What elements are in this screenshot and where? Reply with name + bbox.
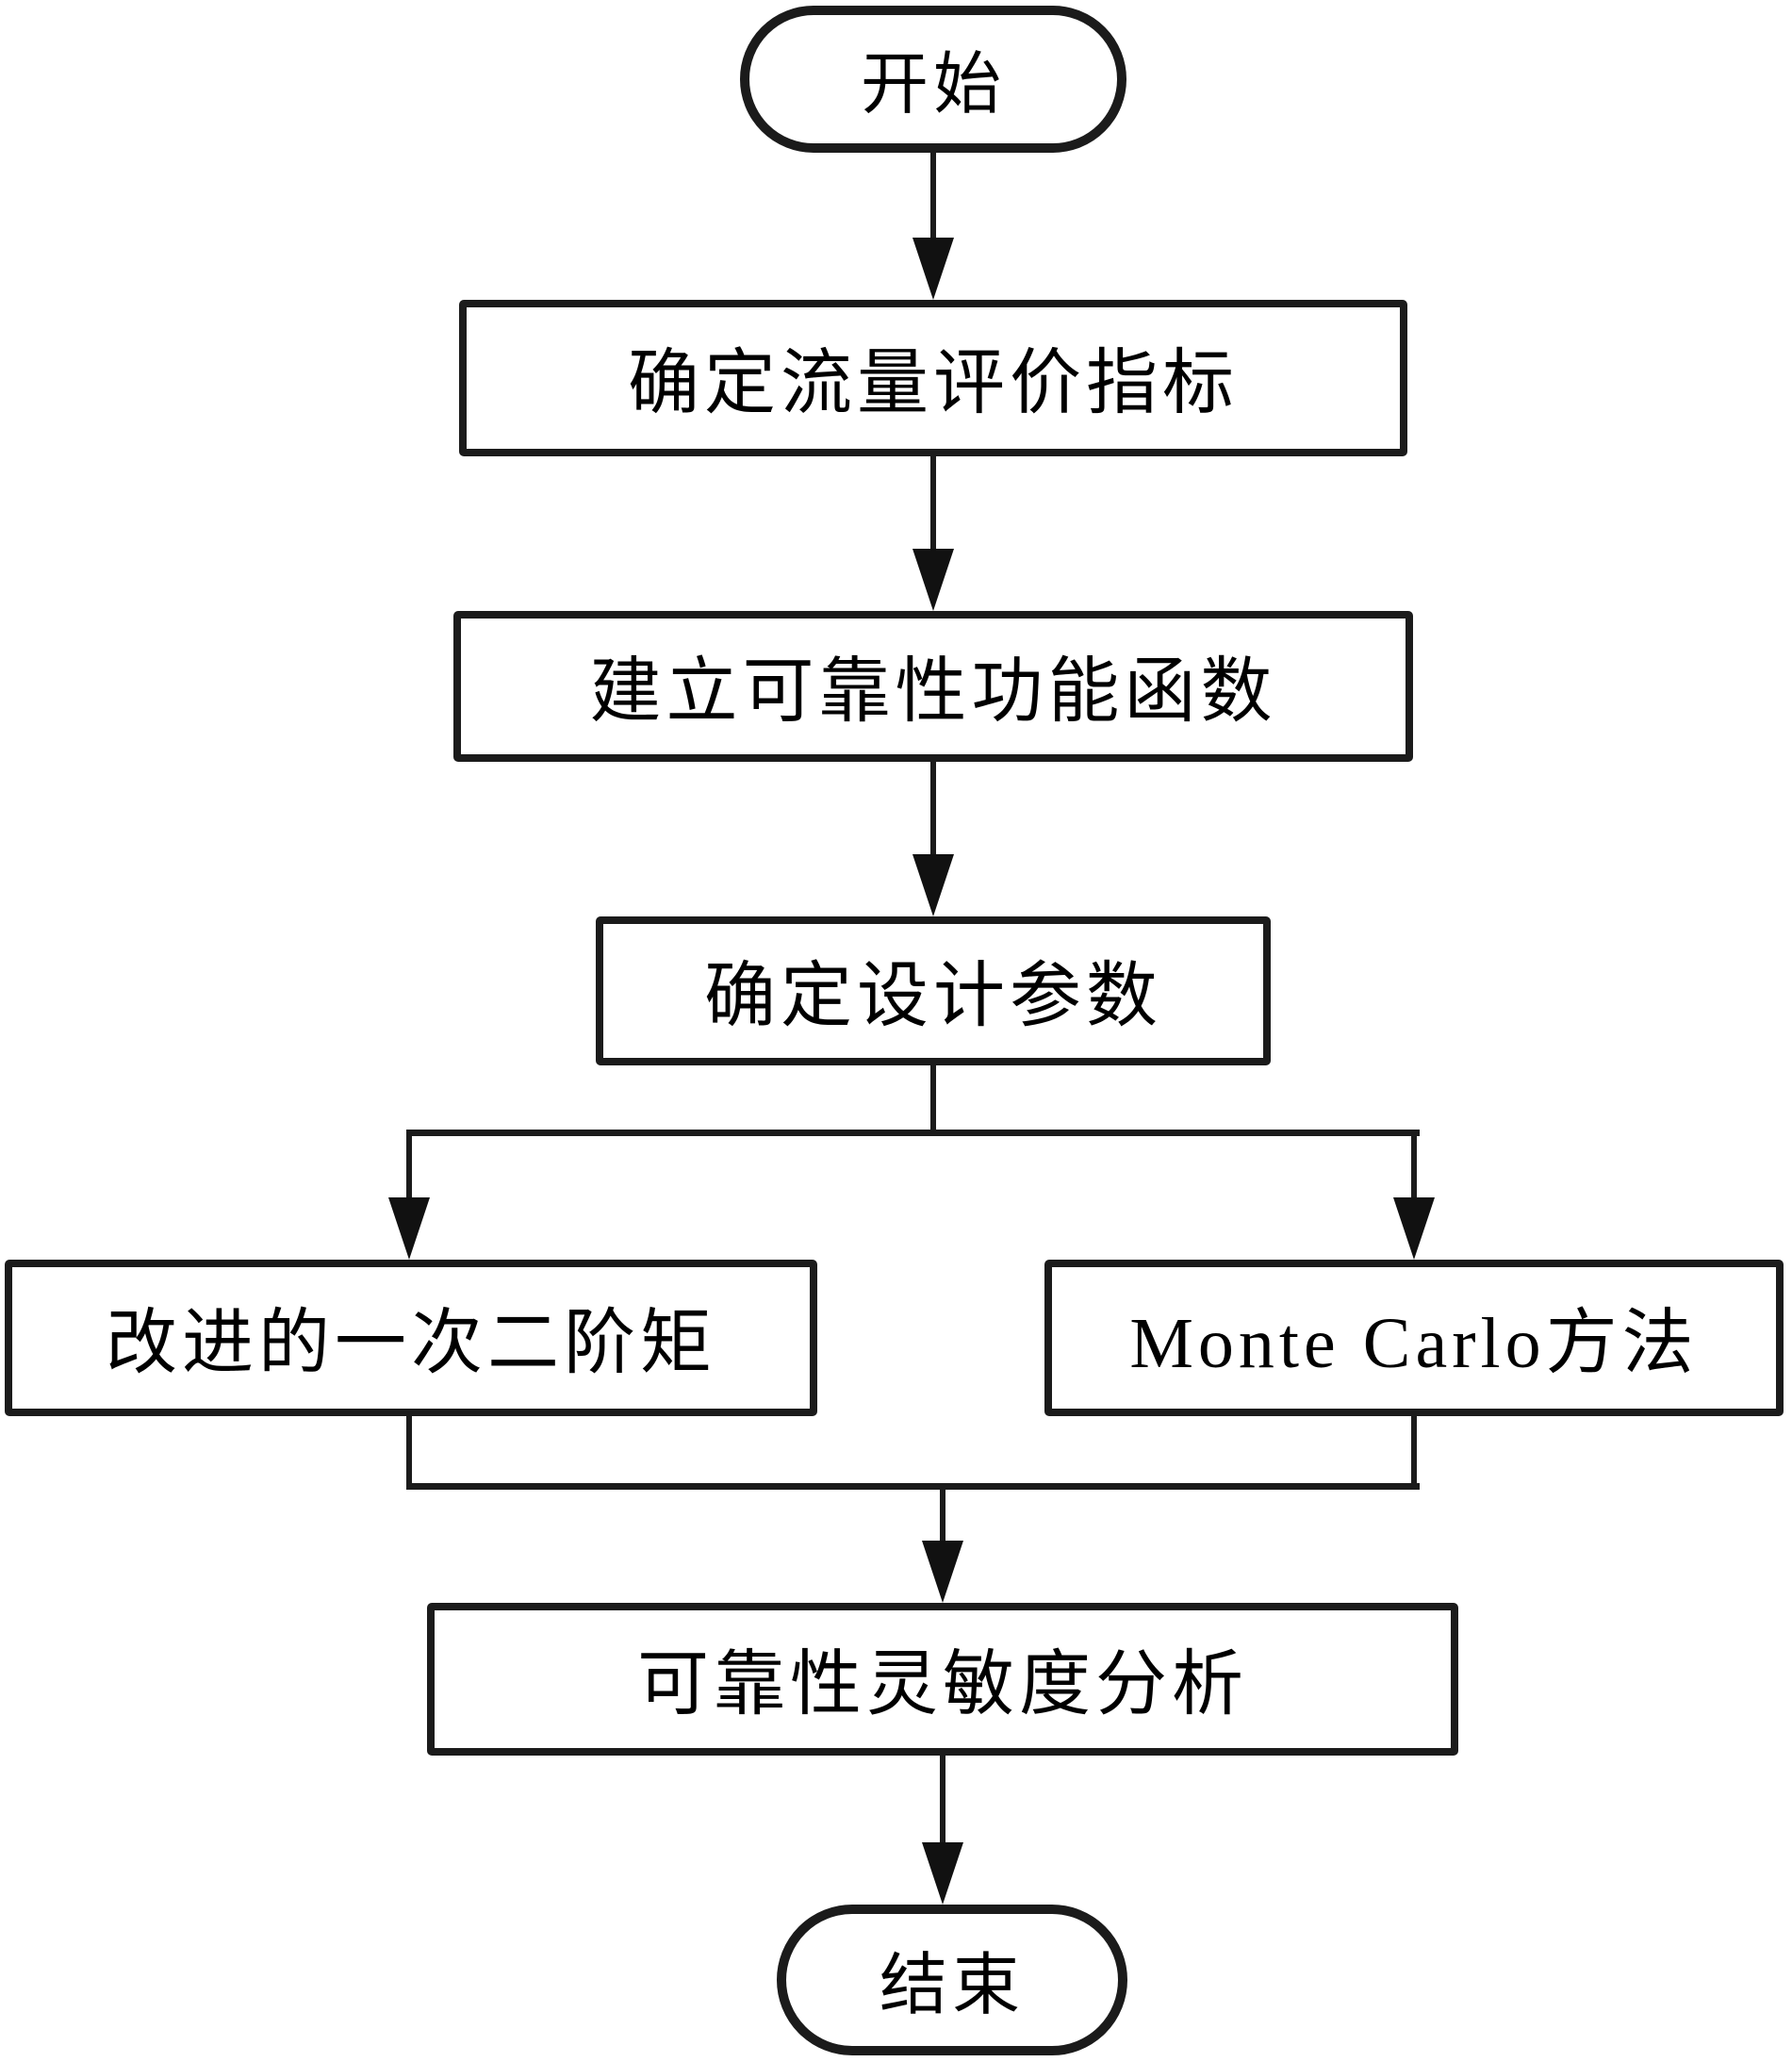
node-branch-left-label: 改进的一次二阶矩 [106, 1304, 716, 1383]
edge-step4-end-arrowhead-icon [922, 1842, 963, 1905]
merge-left-line [406, 1414, 412, 1490]
merge-join-line [406, 1483, 1420, 1490]
edge-merge-step4-line [940, 1483, 945, 1544]
node-start-terminal: 开始 [740, 6, 1126, 153]
edge-merge-step4-arrowhead-icon [922, 1541, 963, 1603]
node-step3-process: 确定设计参数 [596, 916, 1271, 1065]
node-step3-label: 确定设计参数 [704, 957, 1162, 1036]
edge-step2-step3-arrowhead-icon [912, 854, 954, 916]
node-step2-label: 建立可靠性功能函数 [589, 652, 1277, 732]
node-branch-left-process: 改进的一次二阶矩 [5, 1260, 817, 1416]
edge-step4-end-line [940, 1754, 945, 1844]
node-step4-label: 可靠性灵敏度分析 [637, 1645, 1248, 1724]
branch-split-line [406, 1130, 1420, 1136]
node-step4-process: 可靠性灵敏度分析 [427, 1603, 1458, 1756]
edge-step2-step3-line [930, 760, 936, 858]
edge-step3-branchright-arrowhead-icon [1393, 1197, 1435, 1260]
edge-step3-branchright-line [1411, 1130, 1417, 1203]
node-end-terminal: 结束 [777, 1905, 1127, 2055]
edge-step3-branchleft-line [406, 1130, 412, 1203]
edge-step3-branchleft-arrowhead-icon [388, 1197, 430, 1260]
node-step1-label: 确定流量评价指标 [628, 344, 1239, 423]
edge-step1-step2-line [930, 454, 936, 553]
node-start-label: 开始 [860, 46, 1006, 123]
merge-right-line [1411, 1414, 1417, 1490]
node-step1-process: 确定流量评价指标 [459, 300, 1407, 456]
branch-stem-line [930, 1064, 936, 1136]
node-end-label: 结束 [879, 1947, 1025, 2023]
node-branch-right-label: Monte Carlo方法 [1129, 1304, 1699, 1383]
edge-start-step1-arrowhead-icon [912, 238, 954, 300]
node-step2-process: 建立可靠性功能函数 [453, 611, 1413, 762]
edge-step1-step2-arrowhead-icon [912, 549, 954, 611]
node-branch-right-process: Monte Carlo方法 [1044, 1260, 1784, 1416]
edge-start-step1-line [930, 151, 936, 242]
